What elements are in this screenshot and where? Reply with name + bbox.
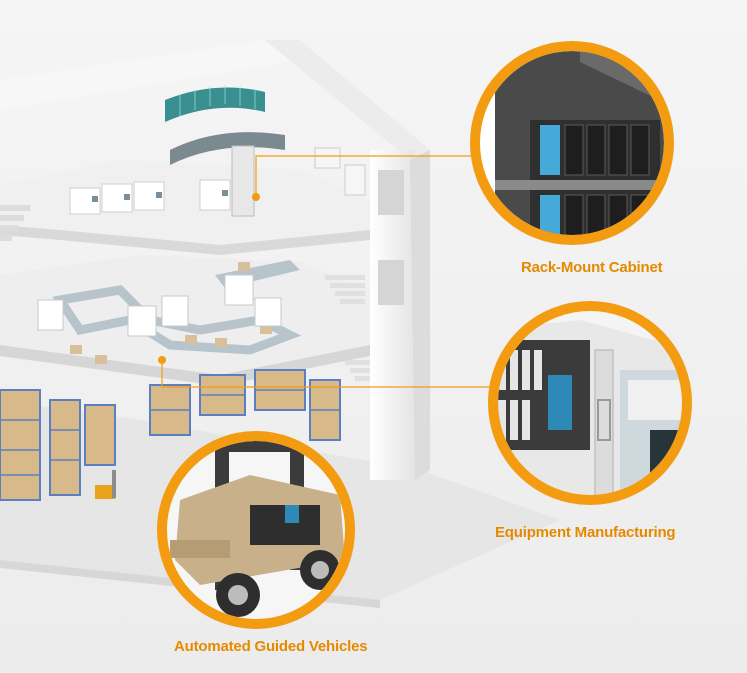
- anchor-dot-equip: [158, 356, 166, 364]
- callout-automated-guided-vehicles: [157, 431, 355, 629]
- anchor-dot-rack: [252, 193, 260, 201]
- label-equipment-manufacturing: Equipment Manufacturing: [495, 524, 676, 541]
- label-rack-mount-cabinet: Rack-Mount Cabinet: [521, 259, 663, 276]
- conveyor-lines: [37, 260, 302, 364]
- warehouse-racks: [0, 369, 341, 501]
- monitor-wall: [165, 85, 285, 165]
- upper-machines: [69, 145, 366, 217]
- leader-lines: [161, 155, 498, 388]
- label-automated-guided-vehicles: Automated Guided Vehicles: [174, 638, 368, 655]
- forklift-icon: [167, 441, 345, 619]
